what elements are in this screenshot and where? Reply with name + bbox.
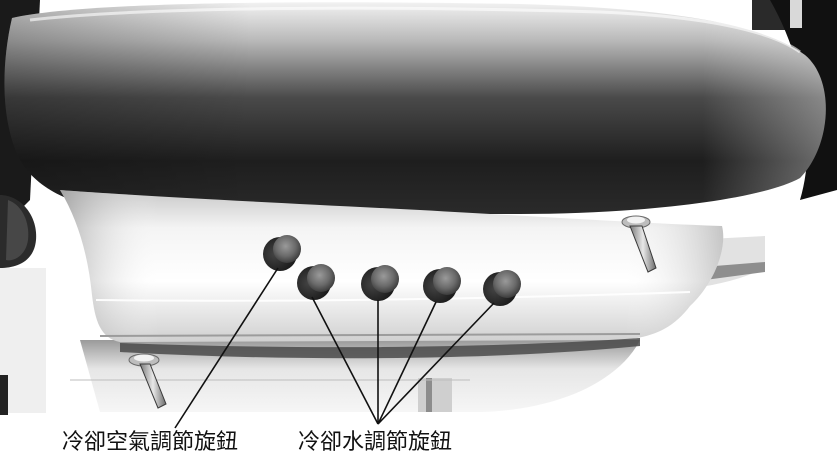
- front-housing: [60, 190, 724, 359]
- air-cooling-knob-label: 冷卻空氣調節旋鈕: [62, 430, 238, 455]
- air-knob-leader: [174, 267, 279, 429]
- water-cooling-knob-3: [423, 267, 461, 303]
- water-knob-3-leader: [377, 301, 437, 425]
- upper-shell: [4, 2, 826, 214]
- right-frame: [752, 0, 837, 200]
- water-cooling-knob-4: [483, 270, 521, 306]
- water-cooling-knob-1: [297, 264, 335, 300]
- water-cooling-knob-2: [361, 265, 399, 301]
- water-cooling-knobs-label: 冷卻水調節旋鈕: [298, 430, 452, 455]
- water-knob-4-leader: [377, 302, 495, 425]
- right-valve: [621, 215, 657, 273]
- air-cooling-knob: [263, 235, 301, 271]
- water-knob-1-leader: [311, 296, 379, 425]
- leader-lines: [174, 267, 495, 429]
- left-valve: [128, 353, 167, 409]
